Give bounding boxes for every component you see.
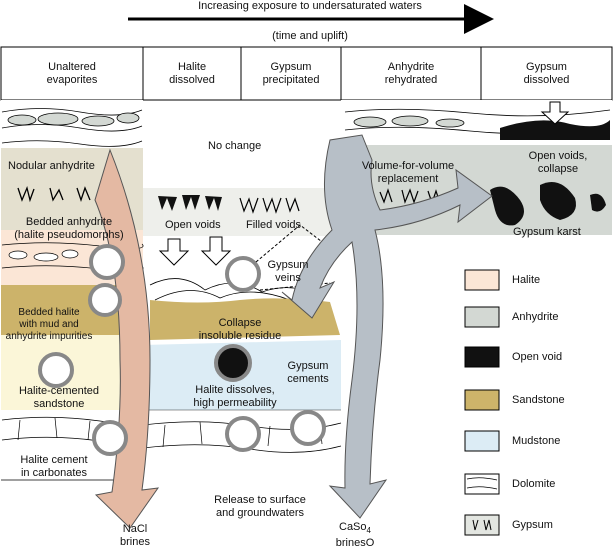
legend-halite: Halite [512,274,541,286]
legend-swatches [464,269,500,536]
legend-gypsum: Gypsum [512,519,553,531]
legend-open-void: Open void [512,351,563,363]
label-bedded-anhydrite: Bedded anhydrite(halite pseudomorphs) [14,216,124,241]
label-gypsum-karst: Gypsum karst [513,226,581,238]
exposure-label: Increasing exposure to undersaturated wa… [198,0,422,12]
legend-mudstone: Mudstone [512,435,561,447]
label-no-change: No change [208,140,262,152]
label-open-voids-collapse: Open voids,collapse [528,150,588,175]
legend-sandstone: Sandstone [512,394,565,406]
header-box [0,46,613,101]
label-halite-dissolves: Halite dissolves,high permeability [193,384,277,409]
legend-anhydrite: Anhydrite [512,311,559,323]
label-open-voids: Open voids [165,219,221,231]
caso4-brine-arrow [281,134,493,519]
label-nodular-anhydrite: Nodular anhydrite [8,160,95,172]
inclusion-circles [38,244,326,456]
legend-dolomite: Dolomite [512,478,556,490]
time-label: (time and uplift) [272,30,348,42]
column-halite-dissolved-strata [142,188,346,453]
label-filled-voids: Filled voids [246,219,302,231]
